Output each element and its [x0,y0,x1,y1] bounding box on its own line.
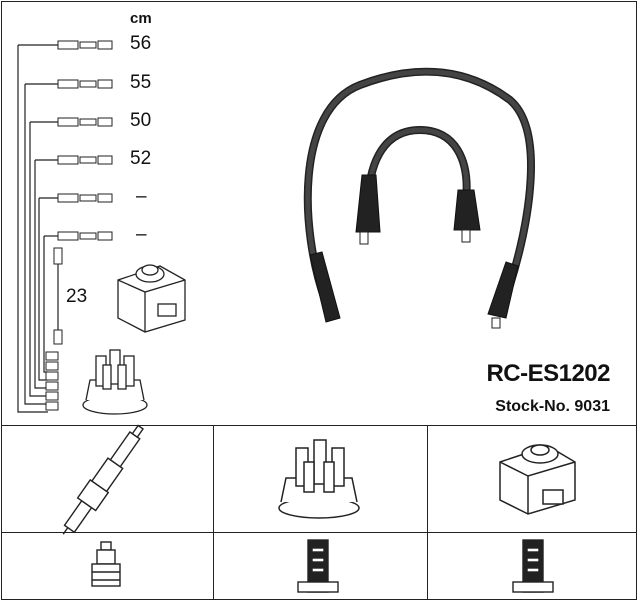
lead-length-5: – [136,186,147,207]
coil-terminal-icon [512,539,554,593]
lead-connector [57,117,113,127]
lead-connector [57,40,113,50]
part-number: RC-ES1202 [486,360,610,387]
coil-illustration-small [117,264,186,333]
lead-connector [57,231,113,241]
ignition-coil-icon [499,444,576,515]
distributor-cap-icon [278,439,360,519]
lead-connector [57,79,113,89]
spark-plug-icon [62,424,144,535]
divider-middle [1,532,637,533]
divider-top [1,425,637,426]
lead-connector [57,155,113,165]
lead-length-3: 50 [130,110,152,131]
lead-length-2: 55 [130,72,152,93]
divider-col-2 [427,425,428,600]
lead-length-6: – [136,224,147,245]
stock-number: Stock-No. 9031 [495,398,610,415]
lead-connector [57,193,113,203]
divider-col-1 [213,425,214,600]
plug-boot-icon [91,541,121,587]
lead-length-4: 52 [130,148,152,169]
coil-lead-length: 23 [66,286,88,307]
lead-length-1: 56 [130,33,152,54]
cap-terminal-icon [297,539,339,593]
length-unit: cm [130,10,152,27]
lead-set-illustration [303,67,535,329]
distributor-cap-illustration-small [82,349,148,415]
